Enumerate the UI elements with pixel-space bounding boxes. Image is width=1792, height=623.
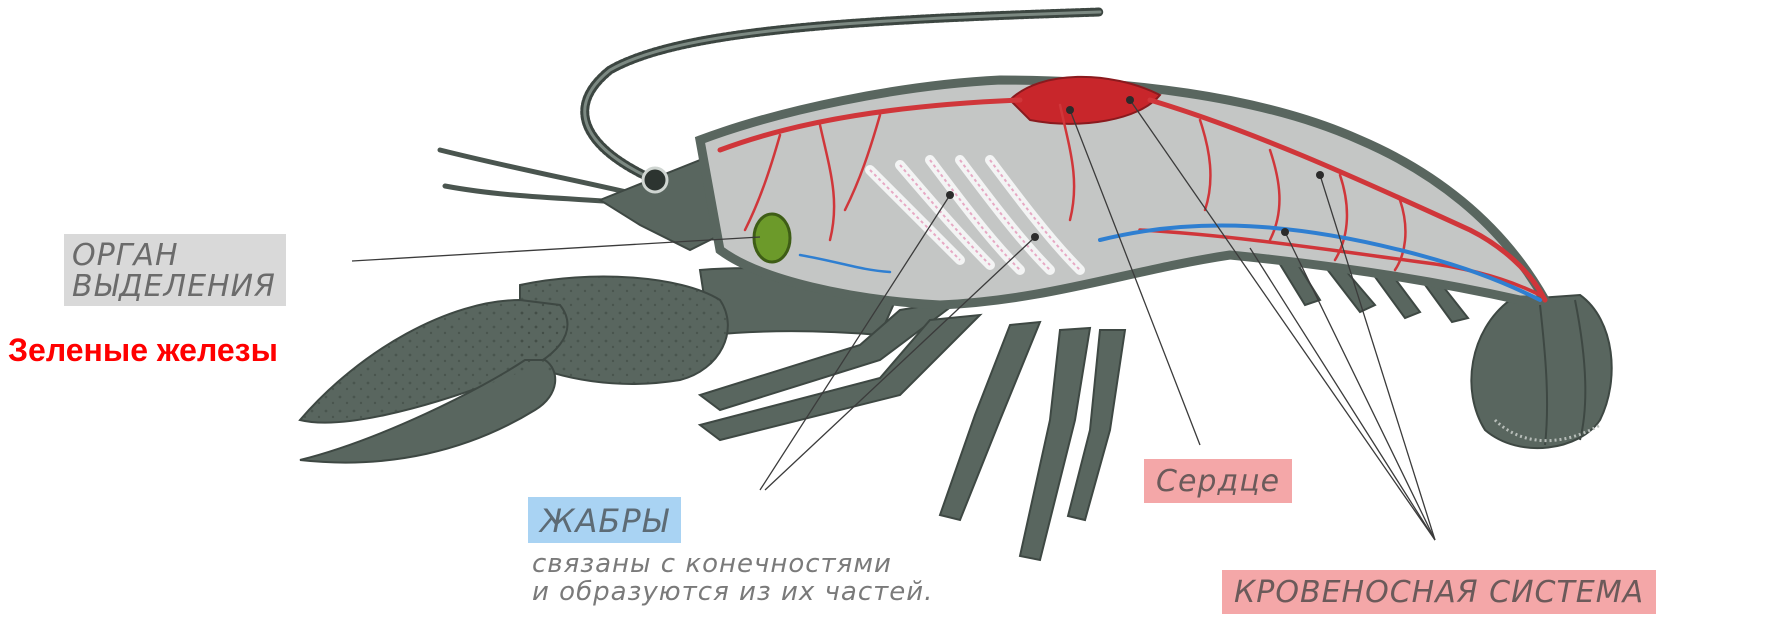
- excretory-organ-label-line2: ВЫДЕЛЕНИЯ: [72, 271, 276, 302]
- heart-label: Сердце: [1144, 459, 1292, 503]
- excretory-organ-label: ОРГАН ВЫДЕЛЕНИЯ: [64, 234, 286, 306]
- excretory-organ-label-line1: ОРГАН: [72, 240, 276, 271]
- green-gland: [754, 214, 790, 262]
- circulatory-system-label: КРОВЕНОСНАЯ СИСТЕМА: [1222, 570, 1656, 614]
- green-glands-label: Зеленые железы: [8, 332, 278, 369]
- gills-note-line2: и образуются из их частей.: [532, 578, 933, 606]
- tail-fan: [1471, 295, 1611, 448]
- gills-note: связаны с конечностями и образуются из и…: [532, 550, 933, 606]
- gills-label: ЖАБРЫ: [528, 497, 681, 543]
- walking-legs: [700, 300, 1125, 560]
- eye-icon: [643, 168, 667, 192]
- gills-note-line1: связаны с конечностями: [532, 550, 933, 578]
